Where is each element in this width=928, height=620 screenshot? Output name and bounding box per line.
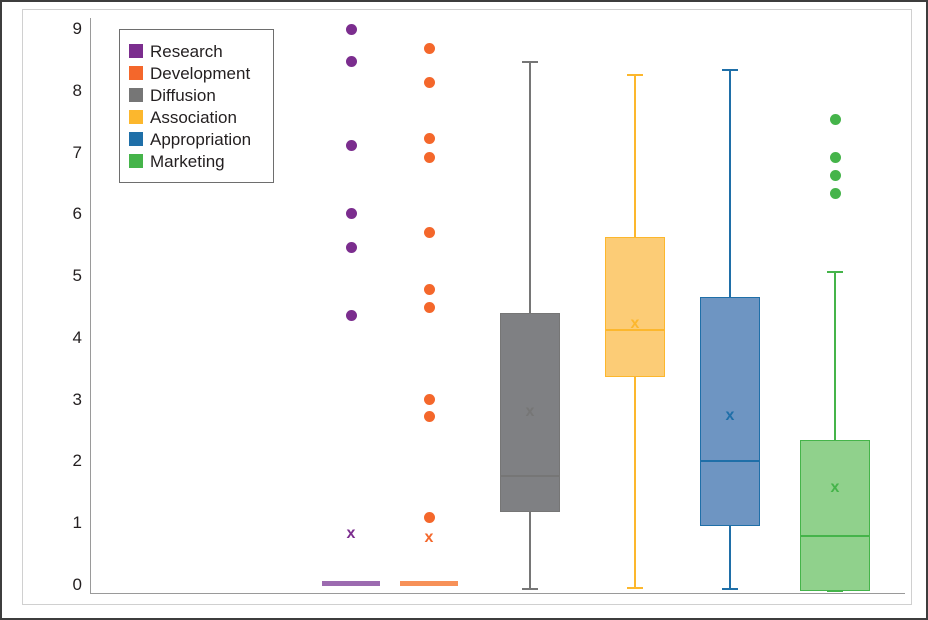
outlier-point — [423, 511, 435, 523]
y-tick-label: 8 — [72, 80, 82, 100]
whisker-line — [834, 272, 836, 592]
y-tick-2: 2 — [44, 452, 82, 470]
legend-item-research[interactable]: Research — [129, 40, 265, 62]
y-tick-1: 1 — [44, 514, 82, 532]
y-tick-5: 5 — [44, 267, 82, 285]
y-tick-label: 5 — [72, 266, 82, 286]
median-line — [500, 474, 560, 477]
whisker-cap-lower — [627, 587, 643, 590]
legend-item-label: Marketing — [150, 151, 225, 171]
box-flat-development — [400, 581, 458, 587]
y-tick-label: 9 — [72, 19, 82, 38]
y-tick-label: 6 — [72, 204, 82, 224]
outlier-point — [423, 133, 435, 145]
outlier-point — [345, 56, 357, 68]
median-line — [605, 328, 665, 331]
outlier-point — [345, 207, 357, 219]
outlier-point — [345, 23, 357, 35]
outlier-point — [423, 411, 435, 423]
outlier-point — [829, 169, 841, 181]
whisker-cap-lower — [827, 590, 843, 593]
outlier-point — [345, 241, 357, 253]
whisker-cap-upper — [722, 69, 738, 72]
legend-item-development[interactable]: Development — [129, 62, 265, 84]
y-tick-label: 3 — [72, 389, 82, 409]
y-tick-label: 7 — [72, 142, 82, 162]
outlier-point — [829, 114, 841, 126]
legend-item-label: Diffusion — [150, 85, 216, 105]
mean-marker-icon: x — [424, 529, 434, 547]
mean-marker-icon: x — [346, 524, 356, 542]
box-iqr — [500, 312, 560, 513]
median-line — [700, 459, 760, 462]
legend-swatch-icon — [129, 110, 143, 124]
y-tick-6: 6 — [44, 205, 82, 223]
legend-item-diffusion[interactable]: Diffusion — [129, 84, 265, 106]
legend-item-association[interactable]: Association — [129, 106, 265, 128]
y-tick-3: 3 — [44, 389, 82, 409]
y-tick-7: 7 — [44, 142, 82, 162]
outlier-point — [345, 310, 357, 322]
median-line — [800, 534, 870, 537]
box-flat-research — [322, 581, 380, 587]
outlier-point — [423, 151, 435, 163]
whisker-cap-lower — [522, 587, 538, 590]
outlier-point — [423, 226, 435, 238]
legend-swatch-icon — [129, 44, 143, 58]
whisker-cap-upper — [627, 74, 643, 77]
outlier-point — [423, 302, 435, 314]
legend-item-label: Appropriation — [150, 129, 252, 149]
outlier-point — [423, 42, 435, 54]
outlier-point — [423, 394, 435, 406]
box-iqr — [605, 237, 665, 378]
legend-item-appropriation[interactable]: Appropriation — [129, 128, 265, 150]
y-tick-label: 4 — [72, 327, 82, 347]
y-tick-label: 2 — [72, 451, 82, 471]
y-tick-4: 4 — [44, 327, 82, 347]
y-tick-8: 8 — [44, 80, 82, 100]
legend-item-label: Association — [150, 107, 237, 127]
outlier-point — [423, 77, 435, 89]
y-tick-0: 0 — [44, 576, 82, 594]
y-axis-line — [90, 18, 91, 593]
mean-marker-icon: x — [725, 406, 735, 424]
box-iqr — [700, 297, 760, 526]
y-tick-9: 9 — [44, 20, 82, 38]
legend-swatch-icon — [129, 88, 143, 102]
legend-item-marketing[interactable]: Marketing — [129, 150, 265, 172]
outlier-point — [345, 139, 357, 151]
whisker-cap-upper — [827, 271, 843, 274]
y-tick-label: 1 — [72, 513, 82, 533]
outlier-point — [423, 283, 435, 295]
mean-marker-icon: x — [525, 403, 535, 421]
whisker-cap-upper — [522, 61, 538, 64]
legend-swatch-icon — [129, 66, 143, 80]
legend-swatch-icon — [129, 132, 143, 146]
legend-item-label: Development — [150, 63, 251, 83]
y-tick-label: 0 — [72, 575, 82, 594]
mean-marker-icon: x — [830, 479, 840, 496]
legend-item-label: Research — [150, 41, 223, 61]
outlier-point — [829, 151, 841, 163]
legend-swatch-icon — [129, 154, 143, 168]
outlier-point — [829, 187, 841, 199]
mean-marker-icon: x — [630, 315, 640, 333]
box-iqr — [800, 440, 870, 592]
whisker-cap-lower — [722, 587, 738, 590]
x-axis-line — [90, 593, 905, 594]
